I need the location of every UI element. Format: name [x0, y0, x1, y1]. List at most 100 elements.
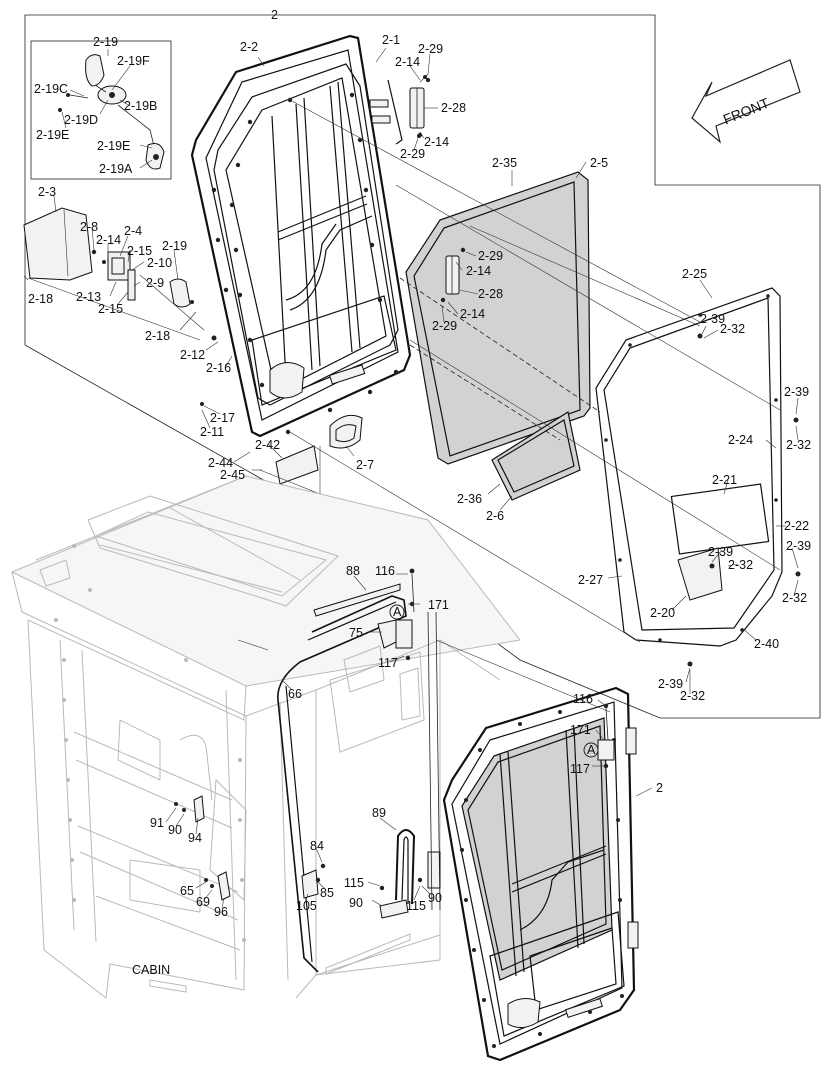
- callout-65: 65: [180, 884, 194, 898]
- alignment-line: [469, 225, 701, 327]
- callout-2-14: 2-14: [424, 135, 449, 149]
- callout-90: 90: [168, 823, 182, 837]
- callout-90: 90: [428, 891, 442, 905]
- alignment-line: [395, 184, 781, 411]
- callout-2-19c: 2-19C: [34, 82, 68, 96]
- callout-94: 94: [188, 831, 202, 845]
- callout-85: 85: [320, 886, 334, 900]
- callout-2: 2: [656, 781, 663, 795]
- callout-2-29: 2-29: [418, 42, 443, 56]
- callout-2-32: 2-32: [786, 438, 811, 452]
- callout-2-17: 2-17: [210, 411, 235, 425]
- callout-66: 66: [288, 687, 302, 701]
- callout-2-28: 2-28: [478, 287, 503, 301]
- callout-171: 171: [570, 723, 591, 737]
- callout-2-19: 2-19: [162, 239, 187, 253]
- hinge-2-28-upper: [409, 73, 431, 138]
- callout-2-32: 2-32: [680, 689, 705, 703]
- callout-116: 116: [573, 692, 593, 706]
- latch-assembly-2-4: [23, 207, 217, 406]
- callout-a: A: [587, 743, 596, 757]
- callout-2-14: 2-14: [96, 233, 121, 247]
- leader-line: [237, 639, 269, 651]
- callout-2-24: 2-24: [728, 433, 753, 447]
- callout-labels: 2 2-19 2-19F 2-19C 2-19D 2-19B 2-19E 2-1…: [28, 8, 811, 977]
- callout-75: 75: [349, 626, 363, 640]
- callout-2-32: 2-32: [728, 558, 753, 572]
- callout-2-10: 2-10: [147, 256, 172, 270]
- callout-2-29: 2-29: [432, 319, 457, 333]
- callout-2-13: 2-13: [76, 290, 101, 304]
- inner-handle-2-7: [329, 414, 363, 449]
- alignment-line: [399, 277, 601, 413]
- callout-2-19a: 2-19A: [99, 162, 133, 176]
- callout-116: 116: [375, 564, 395, 578]
- callout-2-12: 2-12: [180, 348, 205, 362]
- hinge-2-28-middle: [440, 247, 466, 303]
- callout-2-22: 2-22: [784, 519, 809, 533]
- detail-marker-a-lower-circle: [583, 742, 599, 758]
- callout-2-27: 2-27: [578, 573, 603, 587]
- alignment-line: [409, 339, 781, 571]
- callout-2-18: 2-18: [28, 292, 53, 306]
- callout-2-25: 2-25: [682, 267, 707, 281]
- callout-2-19e: 2-19E: [97, 139, 130, 153]
- grab-handle-89: [379, 829, 416, 919]
- callout-89: 89: [372, 806, 386, 820]
- callout-2-19: 2-19: [93, 35, 118, 49]
- door-seal-66-inner: [285, 601, 397, 963]
- alignment-line: [409, 344, 561, 441]
- callout-2-4: 2-4: [124, 224, 142, 238]
- assembled-door-2: [442, 686, 639, 1062]
- front-direction-arrow: FRONT: [691, 59, 801, 144]
- callout-2-15: 2-15: [98, 302, 123, 316]
- striker-75: [377, 601, 415, 661]
- callout-2-8: 2-8: [80, 220, 98, 234]
- callout-2-40: 2-40: [754, 637, 779, 651]
- callout-2-39: 2-39: [658, 677, 683, 691]
- callout-88: 88: [346, 564, 360, 578]
- callout-2-5: 2-5: [590, 156, 608, 170]
- bracket-69-96: [204, 871, 231, 901]
- callout-2-6: 2-6: [486, 509, 504, 523]
- callout-2-35: 2-35: [492, 156, 517, 170]
- callout-2-19b: 2-19B: [124, 99, 157, 113]
- callout-117: 117: [378, 656, 398, 670]
- leader-lines: [23, 47, 799, 909]
- callout-2-1: 2-1: [382, 33, 400, 47]
- callout-105: 105: [296, 899, 317, 913]
- callout-2-21: 2-21: [712, 473, 737, 487]
- cabin-label: CABIN: [132, 963, 170, 977]
- cabin-body: [10, 475, 521, 999]
- callout-2-28: 2-28: [441, 101, 466, 115]
- pin-88: [313, 568, 415, 617]
- callout-69: 69: [196, 895, 210, 909]
- callout-2-45: 2-45: [220, 468, 245, 482]
- detail-marker-a-upper-circle: [389, 604, 405, 620]
- callout-117: 117: [570, 762, 590, 776]
- alignment-line: [289, 431, 641, 643]
- callout-2-11: 2-11: [200, 425, 224, 439]
- callout-171: 171: [428, 598, 449, 612]
- callout-2-7: 2-7: [356, 458, 374, 472]
- door-frame-upper: [190, 34, 412, 438]
- door-handle-2-19-inset: [58, 54, 165, 170]
- door-seal-66: [277, 595, 407, 973]
- callout-2-15: 2-15: [127, 244, 152, 258]
- callout-2-39: 2-39: [700, 312, 725, 326]
- callout-2-29: 2-29: [400, 147, 425, 161]
- callout-2-19e: 2-19E: [36, 128, 69, 142]
- callout-2-19d: 2-19D: [64, 113, 98, 127]
- callout-2-14: 2-14: [395, 55, 420, 69]
- leader-line: [435, 639, 611, 713]
- callout-90: 90: [349, 896, 363, 910]
- callout-2-16: 2-16: [206, 361, 231, 375]
- glass-panel-2-5: [405, 171, 591, 465]
- bracket-94: [174, 795, 205, 823]
- assembly-boundary: [24, 14, 821, 719]
- bracket-105: [301, 863, 326, 899]
- callout-2-39: 2-39: [708, 545, 733, 559]
- callout-2-32: 2-32: [720, 322, 745, 336]
- callout-2-20: 2-20: [650, 606, 675, 620]
- callout-2-14: 2-14: [466, 264, 491, 278]
